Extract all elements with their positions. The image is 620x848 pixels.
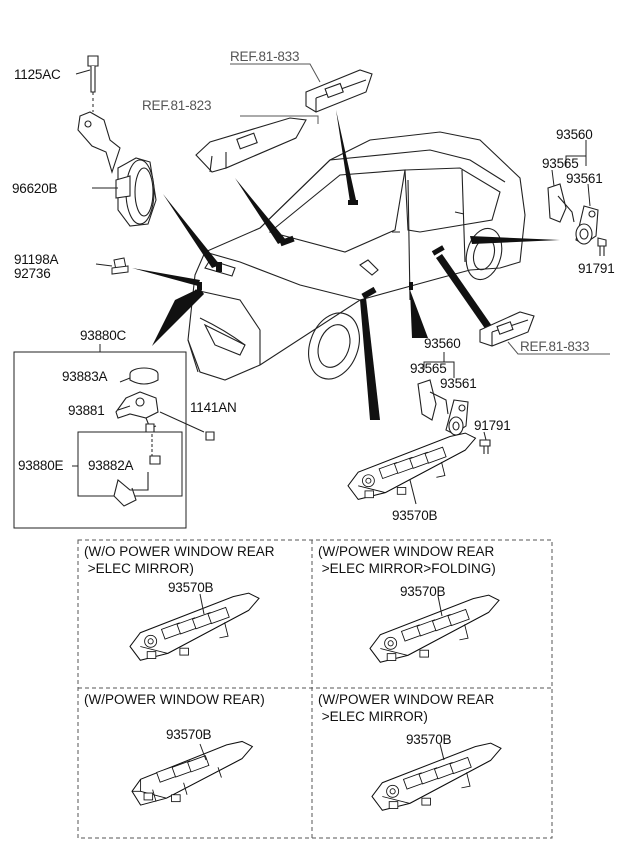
label-93560-mid: 93560 xyxy=(424,336,461,351)
variant-1-title: (W/O POWER WINDOW REAR >ELEC MIRROR) xyxy=(84,544,275,576)
main-window-switch xyxy=(347,432,477,500)
label-91791-top: 91791 xyxy=(578,261,615,276)
variants-frame xyxy=(77,539,553,839)
grommet-91198a xyxy=(111,257,129,275)
label-ref-81-833-top: REF.81-833 xyxy=(230,49,300,64)
ref-81-833-top-switch xyxy=(305,69,373,113)
ref-81-823-window-switch xyxy=(195,117,307,173)
label-92736: 92736 xyxy=(14,266,51,281)
door-sensor-top xyxy=(547,183,607,256)
label-93560-top: 93560 xyxy=(556,127,593,142)
label-93565-top: 93565 xyxy=(542,156,579,171)
variant-3-part: 93570B xyxy=(166,727,212,742)
variant-2-title: (W/POWER WINDOW REAR >ELEC MIRROR>FOLDIN… xyxy=(318,544,496,576)
car-illustration xyxy=(187,131,526,381)
label-1125ac: 1125AC xyxy=(14,67,61,82)
kit-parts xyxy=(113,367,215,507)
variant-switch-1 xyxy=(129,592,260,661)
label-93881: 93881 xyxy=(68,403,105,418)
label-91198a: 91198A xyxy=(14,252,59,267)
label-93882a: 93882A xyxy=(88,458,134,473)
label-ref-81-833-mid: REF.81-833 xyxy=(520,339,590,354)
label-91791-mid: 91791 xyxy=(474,418,511,433)
variant-4-part: 93570B xyxy=(406,732,452,747)
label-93561-mid: 93561 xyxy=(440,376,477,391)
leader-wedges xyxy=(132,110,560,420)
variant-1-part: 93570B xyxy=(168,580,214,595)
variant-switch-4 xyxy=(371,742,502,811)
door-sensor-mid xyxy=(417,379,491,454)
variant-switch-2 xyxy=(369,594,500,663)
label-93565-mid: 93565 xyxy=(410,361,447,376)
ref-81-833-mid-switch xyxy=(479,311,535,347)
variant-3-title: (W/POWER WINDOW REAR) xyxy=(84,692,265,707)
variant-2-part: 93570B xyxy=(400,584,446,599)
label-93880c: 93880C xyxy=(80,328,127,343)
horn-bracket-assembly xyxy=(77,55,157,227)
variant-4-title: (W/POWER WINDOW REAR >ELEC MIRROR) xyxy=(318,692,495,724)
label-93880e: 93880E xyxy=(18,458,64,473)
label-93561-top: 93561 xyxy=(566,171,603,186)
label-93883a: 93883A xyxy=(62,369,108,384)
label-ref-81-823: REF.81-823 xyxy=(142,98,212,113)
label-93570b-main: 93570B xyxy=(392,508,438,523)
label-96620b: 96620B xyxy=(12,181,58,196)
label-1141an: 1141AN xyxy=(190,400,237,415)
variant-switch-3 xyxy=(131,740,253,806)
